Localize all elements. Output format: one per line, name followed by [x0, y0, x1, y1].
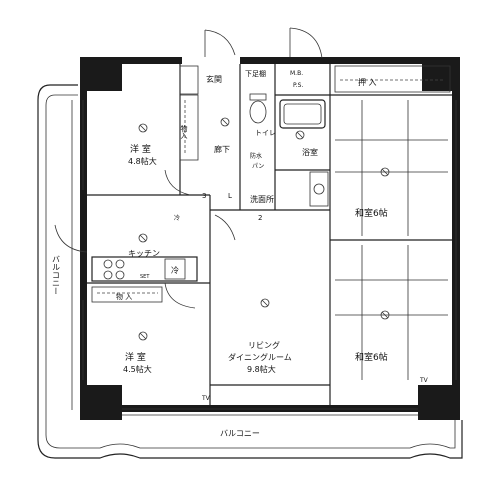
japanese-room-2-name: 和室6帖: [355, 351, 388, 363]
kitchen-label: キッチン: [128, 249, 160, 258]
living-name: リビング: [248, 340, 280, 350]
tv-label-2: TV: [419, 377, 429, 384]
living-size: 9.8帖大: [247, 364, 276, 374]
light-fixtures: [138, 117, 390, 341]
tv-label-1: TV: [201, 395, 211, 402]
shoe-box-label: 下足棚: [245, 69, 266, 78]
l-mark: L: [228, 192, 232, 200]
balcony-outline: [37, 84, 463, 459]
storage-vertical-label-top: 物入: [180, 124, 188, 139]
doors: [54, 27, 323, 309]
washbasin: [309, 171, 329, 207]
balcony-left-label: バルコニー: [52, 255, 61, 295]
set-label: SET: [140, 274, 150, 280]
ps-label: P.S.: [293, 82, 303, 89]
closets: [91, 65, 451, 303]
toilet-fixture: [249, 93, 267, 124]
western-room-2-size: 4.5帖大: [123, 364, 152, 374]
storage-horizontal-label: 物 入: [116, 292, 132, 301]
fridge-mark-2: 冷: [174, 214, 180, 222]
living-subname: ダイニングルーム: [228, 352, 292, 362]
windows: [82, 100, 457, 410]
bathtub: [279, 99, 326, 129]
waterproof-pan-label: 防水: [250, 152, 262, 160]
mb-label: M.B.: [290, 70, 303, 77]
balcony-bottom-label: バルコニー: [220, 429, 260, 438]
hallway-label: 廊下: [214, 144, 230, 154]
refrigerator-label: 冷: [171, 265, 179, 275]
western-room-2-name: 洋 室: [125, 351, 146, 363]
japanese-room-1-name: 和室6帖: [355, 207, 388, 219]
exterior-walls: [80, 57, 460, 420]
pan-label: パン: [252, 163, 264, 170]
western-room-1-size: 4.8帖大: [128, 156, 157, 166]
tatami-grid: [335, 100, 448, 380]
entrance-label: 玄関: [206, 74, 222, 84]
kitchen-counter: [91, 256, 198, 282]
num-2-mark: 2: [258, 214, 262, 222]
washroom-label: 洗面所: [250, 194, 274, 204]
toilet-label: トイレ: [255, 129, 276, 137]
western-room-1-name: 洋 室: [130, 143, 151, 155]
bath-label: 浴室: [302, 147, 318, 157]
oshiire-label: 押 入: [358, 77, 377, 87]
num-3-mark: 3: [202, 192, 206, 200]
